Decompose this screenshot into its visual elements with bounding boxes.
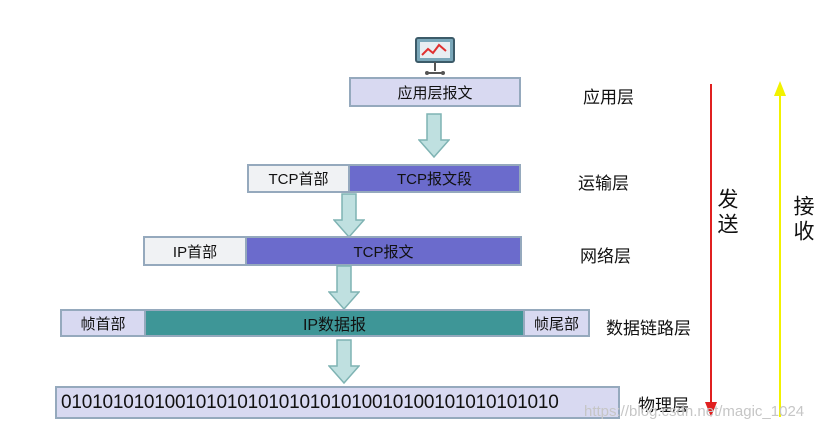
send-label: 发送	[715, 188, 738, 238]
physical-layer-label: 物理层	[638, 396, 689, 415]
tcp-header-box: TCP首部	[247, 164, 350, 193]
receive-arrow	[774, 81, 786, 417]
send-arrow	[705, 84, 717, 417]
tcp-segment-box: TCP报文段	[348, 164, 521, 193]
tcp-message-box: TCP报文	[245, 236, 522, 266]
frame-header-box: 帧首部	[60, 309, 146, 337]
down-arrow-3	[328, 265, 360, 310]
datalink-layer-label: 数据链路层	[606, 319, 691, 338]
computer-icon	[415, 37, 455, 75]
ip-header-box: IP首部	[143, 236, 247, 266]
ip-datagram-box: IP数据报	[144, 309, 525, 337]
application-layer-label: 应用层	[583, 88, 634, 107]
frame-trailer-box: 帧尾部	[523, 309, 590, 337]
watermark-text: https://blog.csdn.net/magic_1024	[584, 403, 805, 420]
down-arrow-4	[328, 339, 360, 384]
down-arrow-2	[333, 193, 365, 238]
network-layer-label: 网络层	[580, 247, 631, 266]
physical-bits-box: 0101010101001010101010101010100101001010…	[55, 386, 620, 419]
receive-label: 接收	[791, 195, 814, 245]
application-message: 应用层报文	[349, 77, 521, 107]
transport-layer-label: 运输层	[578, 174, 629, 193]
down-arrow-1	[418, 113, 450, 158]
